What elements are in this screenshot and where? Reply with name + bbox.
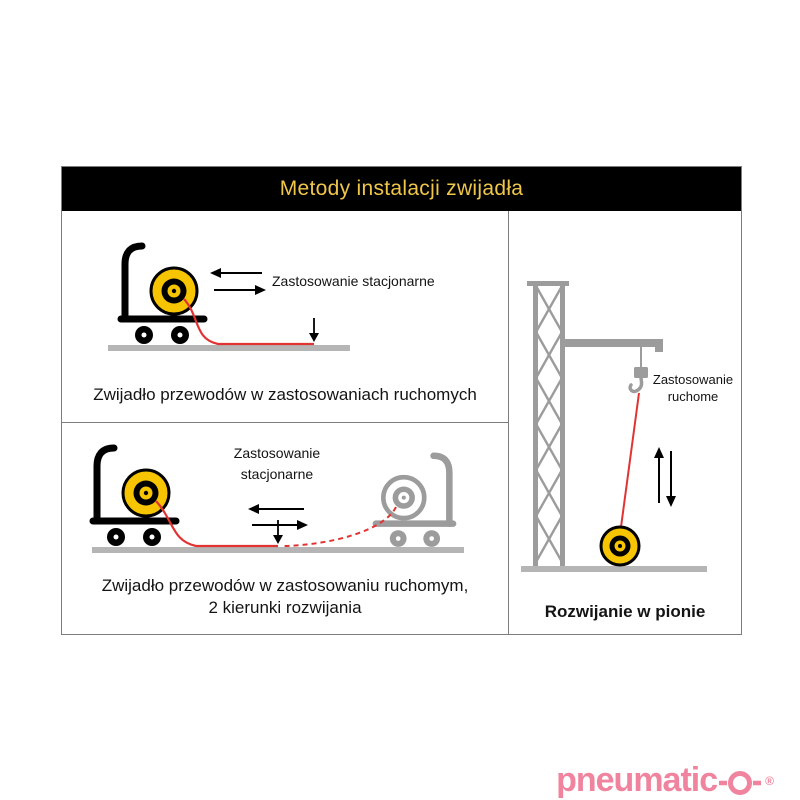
arrow-up-icon — [654, 447, 664, 503]
arrow-left-icon — [248, 504, 304, 514]
crane-hook-icon — [628, 347, 648, 394]
arrow-left-icon — [210, 268, 262, 278]
hose-line — [183, 298, 314, 346]
cart-icon — [117, 242, 208, 344]
panel-caption: Rozwijanie w pionie — [544, 602, 706, 621]
reel-icon — [121, 468, 171, 518]
panel-caption: Zwijadło przewodów w zastosowaniach ruch… — [93, 385, 477, 404]
ghost-cart-icon — [372, 452, 457, 547]
crane-tower — [527, 281, 569, 566]
mobile-label: Zastosowanie ruchome — [652, 372, 734, 404]
ground-line — [108, 345, 350, 351]
vertical-illustration — [521, 281, 707, 572]
brand-logo: pneumatic ® — [556, 761, 774, 800]
hose-line — [620, 392, 640, 528]
ground-line — [92, 547, 464, 553]
page-title: Metody instalacji zwijadła — [279, 177, 524, 200]
arrow-down-icon — [309, 318, 319, 342]
arrow-right-icon — [214, 285, 266, 295]
stationary-top-illustration — [108, 242, 350, 351]
arrow-down-icon — [666, 451, 676, 507]
panel-vertical: Zastosowanie ruchome Rozwijanie w pionie — [509, 211, 741, 634]
panel-stationary-top: Zastosowanie stacjonarne Zwijadło przewo… — [62, 211, 508, 423]
brand-o-icon — [719, 770, 762, 795]
two-direction-illustration — [89, 444, 464, 553]
registered-mark: ® — [765, 773, 774, 788]
ground-line — [521, 566, 707, 572]
brand-logo-text: pneumatic — [556, 761, 718, 799]
diagram-frame: Metody instalacji zwijadła — [61, 166, 742, 635]
panel-two-direction: Zastosowanie stacjonarne Zwijadło przewo… — [62, 423, 508, 634]
panel-caption: Zwijadło przewodów w zastosowaniu ruchom… — [101, 576, 469, 617]
arrow-right-icon — [252, 520, 308, 530]
reel-icon — [149, 266, 199, 316]
crane-jib — [565, 339, 663, 347]
left-column: Zastosowanie stacjonarne Zwijadło przewo… — [62, 211, 509, 634]
hose-line — [155, 500, 278, 548]
reel-icon — [599, 525, 641, 567]
hose-line-dashed — [283, 506, 397, 547]
diagram-header: Metody instalacji zwijadła — [62, 167, 741, 211]
stationary-label: Zastosowanie stacjonarne — [272, 273, 435, 289]
cart-icon — [89, 444, 180, 546]
crane-jib-end — [655, 347, 663, 352]
ghost-reel-icon — [380, 474, 427, 521]
diagram-body: Zastosowanie stacjonarne Zwijadło przewo… — [62, 211, 741, 634]
arrow-down-icon — [273, 520, 283, 544]
stationary-label: Zastosowanie stacjonarne — [233, 445, 321, 482]
